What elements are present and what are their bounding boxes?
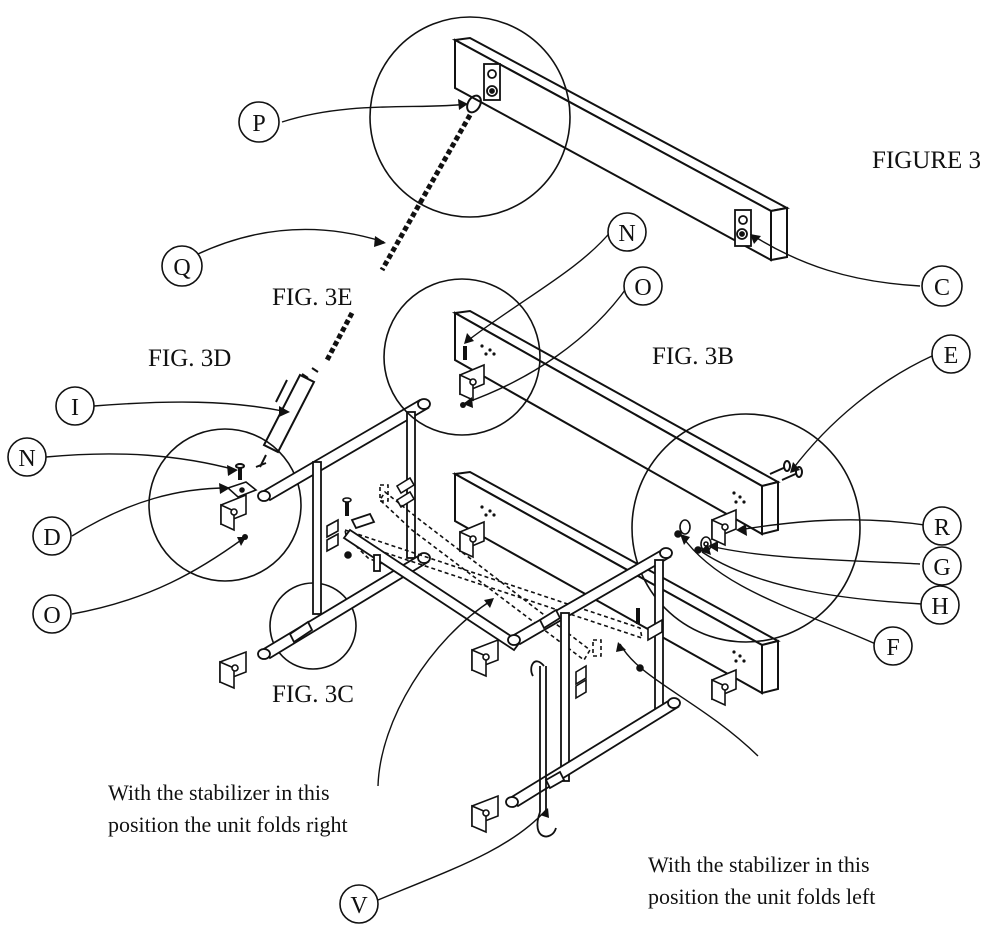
center-hardware [326, 476, 416, 559]
detail-circle-3e [369, 16, 571, 218]
dashed-stabilizer-bars [343, 484, 644, 662]
right-foot-bracket-lower [471, 794, 499, 834]
right-leg-frame [505, 547, 681, 808]
callout-g: G [933, 555, 950, 581]
callout-c: C [934, 275, 950, 301]
callout-v: V [350, 893, 368, 919]
callout-q: Q [173, 255, 190, 281]
detail-circle-right [631, 413, 861, 643]
callout-e: E [944, 343, 959, 369]
callout-o-left: O [43, 603, 60, 629]
left-mount-bracket-upper [220, 493, 247, 532]
callout-f: F [886, 635, 899, 661]
leader-arrowheads [219, 99, 800, 818]
left-foot-bracket [219, 650, 247, 690]
detail-circle-3b [383, 278, 541, 436]
top-board-bracket-right [734, 209, 752, 247]
lower-rail-bracket-left [459, 520, 485, 559]
caption-folds-right-line2: position the unit folds right [108, 812, 348, 837]
top-board [451, 36, 790, 262]
upper-rail-bracket-left [459, 363, 485, 402]
figure-title: FIGURE 3 [872, 147, 981, 174]
left-plate-d [226, 481, 258, 498]
label-fig-3e: FIG. 3E [272, 284, 353, 311]
right-center-hardware [575, 608, 663, 700]
ring-part-p [466, 94, 482, 114]
callout-h: H [931, 594, 948, 620]
leader-lines [45, 103, 933, 901]
lower-rail-holes-right [732, 650, 746, 663]
left-bolt-n [235, 463, 245, 480]
top-board-bracket-left [483, 63, 501, 101]
upper-rail-holes-left [480, 344, 496, 356]
caption-folds-left-line2: position the unit folds left [648, 884, 875, 909]
caption-folds-right-line1: With the stabilizer in this [108, 780, 330, 805]
callout-n-left: N [18, 446, 35, 472]
caption-folds-left-line1: With the stabilizer in this [648, 852, 870, 877]
lower-rail-bracket-right [711, 668, 737, 707]
label-fig-3d: FIG. 3D [148, 345, 231, 372]
label-fig-3b: FIG. 3B [652, 343, 734, 370]
callout-n-top: N [618, 221, 635, 247]
upper-rail-holes-right [732, 491, 746, 504]
solid-stabilizer-bar [342, 512, 522, 652]
label-fig-3c: FIG. 3C [272, 681, 354, 708]
lower-rail-holes-left [480, 505, 496, 517]
callout-p: P [252, 111, 265, 137]
callout-circles [7, 101, 971, 924]
callout-i: I [71, 395, 79, 421]
callout-d: D [43, 525, 60, 551]
right-foot-bracket-upper [471, 638, 499, 678]
chain-part-q [323, 113, 473, 364]
detail-circle-3d [148, 428, 302, 582]
callout-r: R [934, 515, 950, 541]
upper-rail-bracket-right [711, 508, 737, 547]
hook-rod-v [530, 660, 557, 838]
upper-rail-board [451, 309, 781, 536]
callout-o-top: O [634, 275, 651, 301]
turnbuckle-part-i [255, 367, 319, 468]
